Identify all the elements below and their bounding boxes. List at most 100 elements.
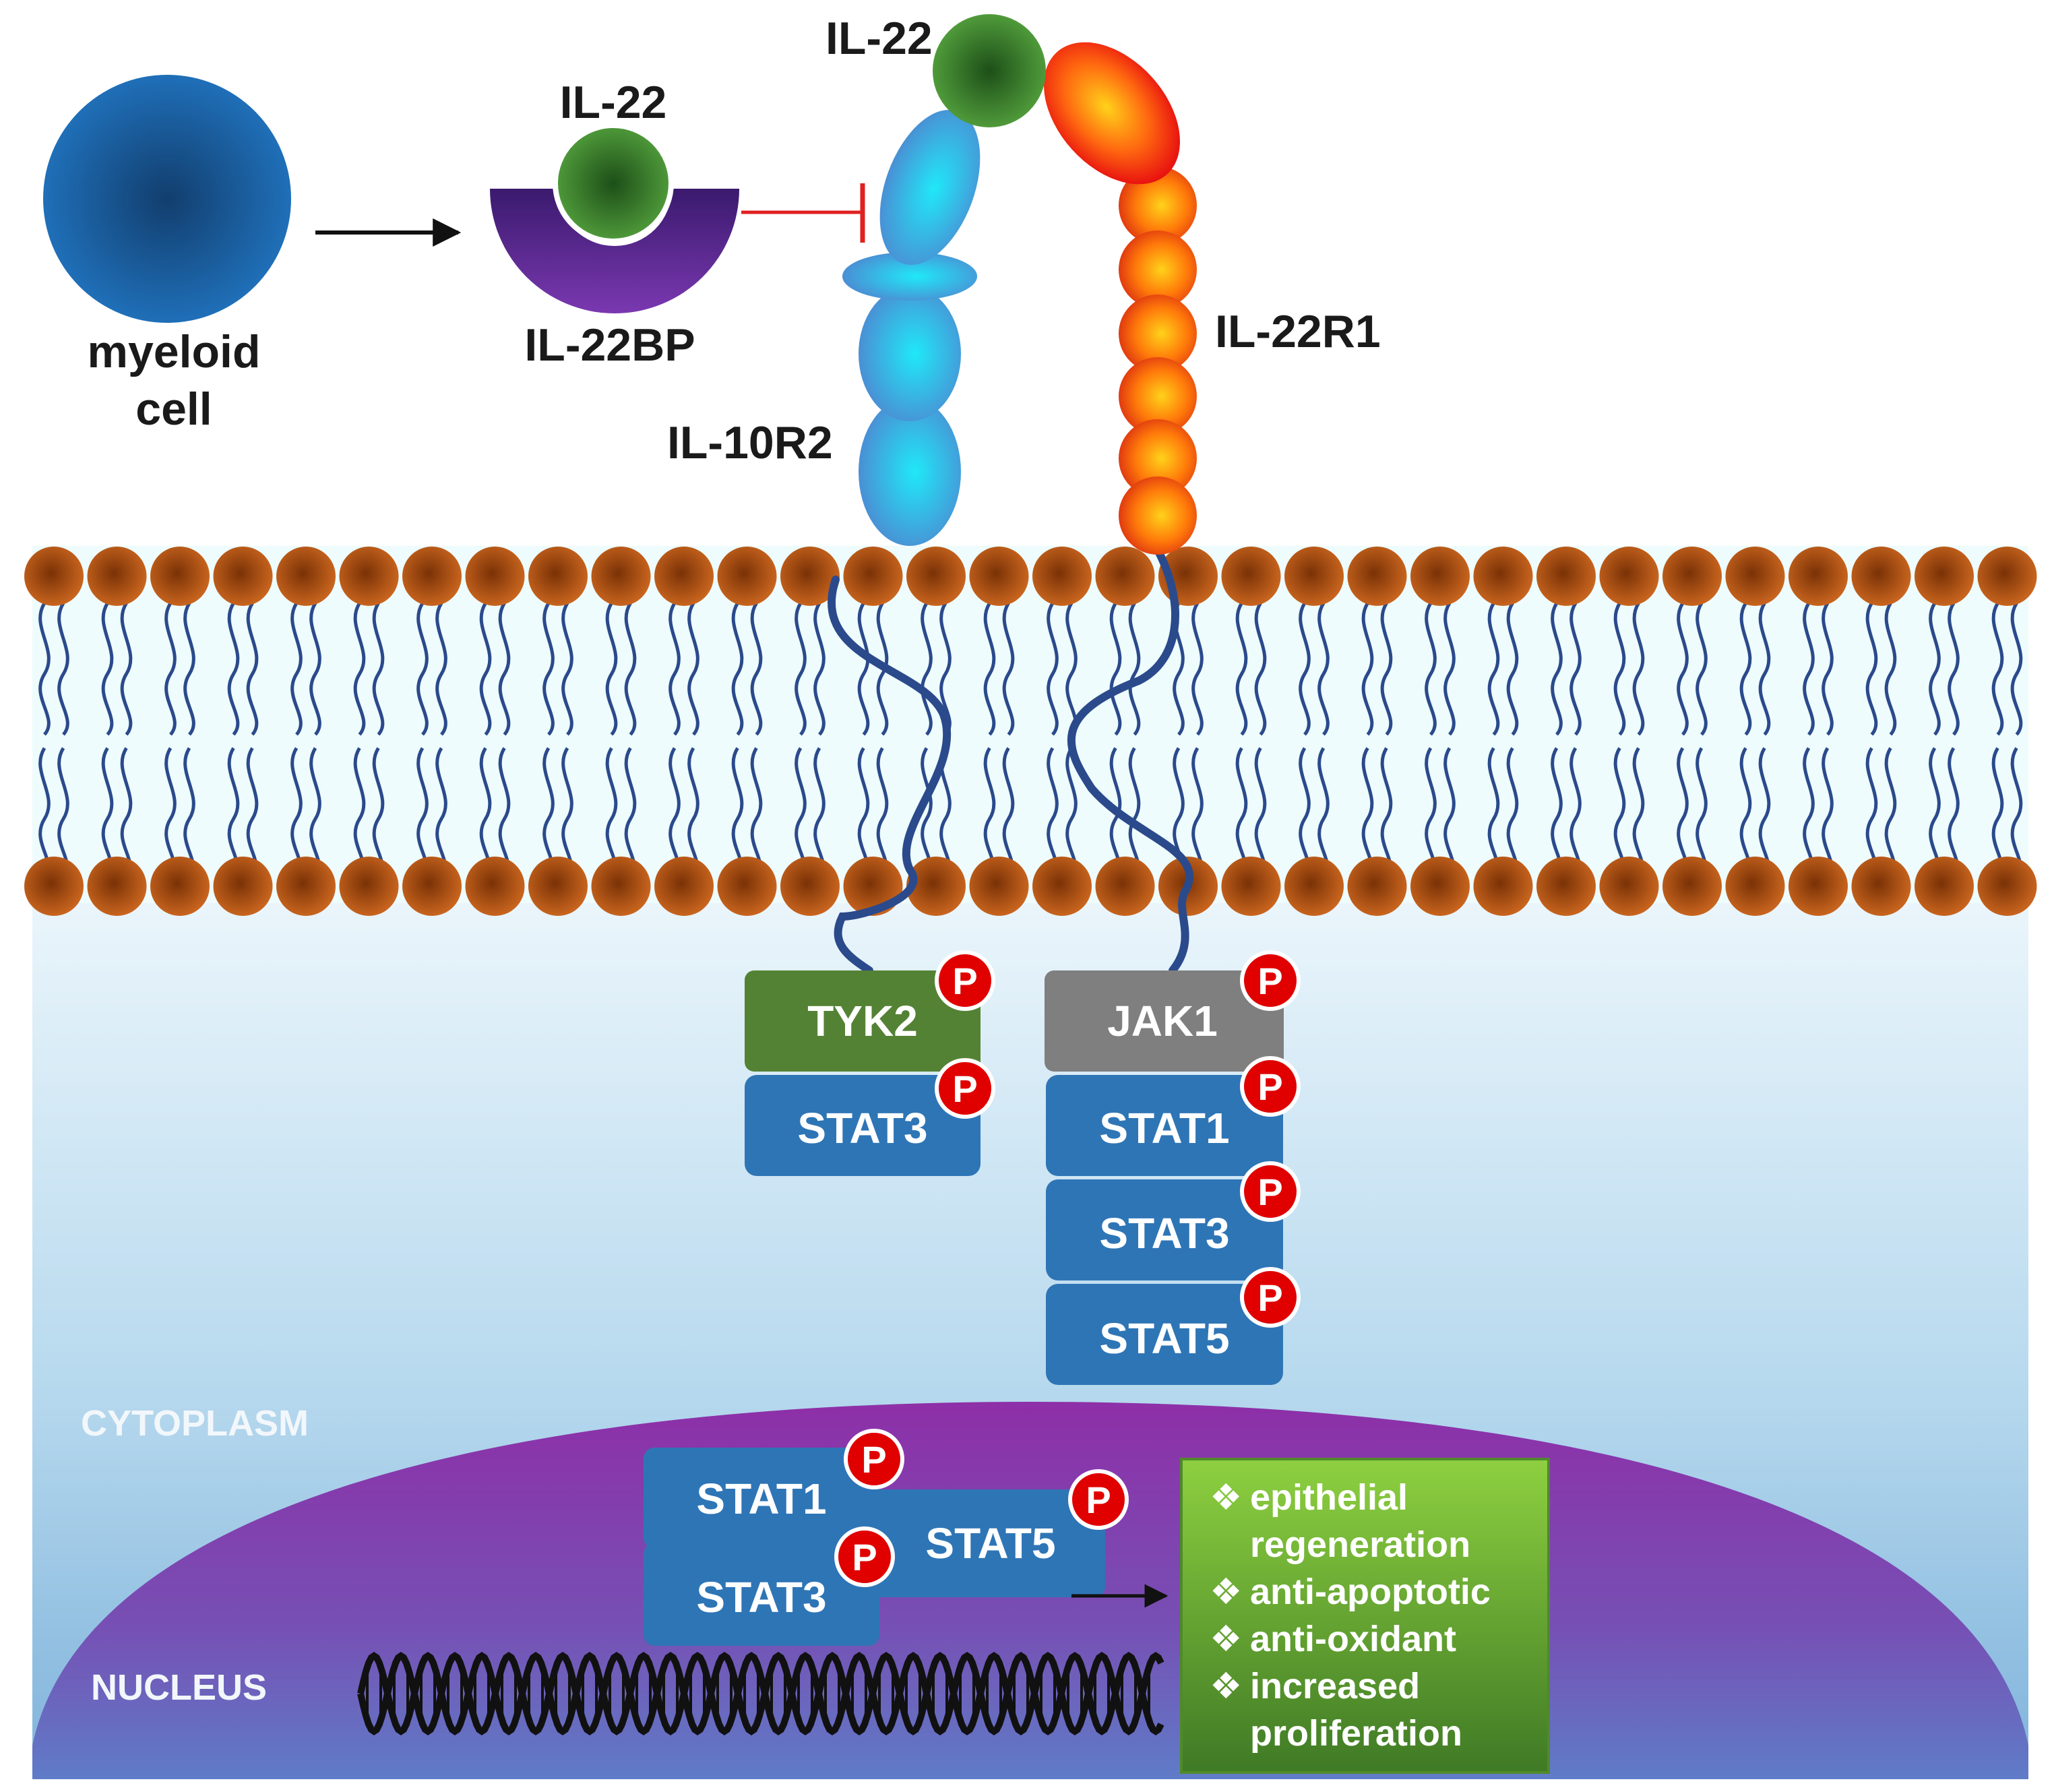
lipid-head <box>339 547 399 606</box>
svg-text:STAT5: STAT5 <box>1099 1314 1229 1363</box>
lipid-tail <box>353 602 366 736</box>
lipid-head <box>969 857 1029 916</box>
svg-text:❖: ❖ <box>1210 1666 1242 1706</box>
lipid-head <box>1095 547 1155 606</box>
lipid-tail <box>750 602 763 736</box>
svg-text:❖: ❖ <box>1210 1477 1242 1518</box>
lipid-head <box>1410 547 1470 606</box>
lipid-tail <box>1317 602 1330 736</box>
lipid-tail <box>876 602 889 736</box>
svg-text:STAT1: STAT1 <box>1099 1104 1229 1152</box>
svg-text:regeneration: regeneration <box>1250 1524 1470 1565</box>
lipid-head <box>969 547 1029 606</box>
lipid-tail <box>1002 602 1015 736</box>
lipid-tail <box>1677 602 1689 736</box>
phosphate-badge: P <box>1240 1161 1301 1222</box>
lipid-tail <box>1884 602 1897 736</box>
phosphate-badge: P <box>935 950 995 1011</box>
stat1-right: STAT1 <box>1046 1075 1283 1176</box>
dna-helix <box>357 1651 1164 1736</box>
phosphate-badge: P <box>1240 1267 1301 1328</box>
lipid-head <box>717 547 777 606</box>
lipid-head <box>591 547 651 606</box>
lipid-head <box>1599 547 1659 606</box>
lipid-tail <box>1235 602 1248 736</box>
lipid-head <box>1851 547 1911 606</box>
lipid-tail <box>939 602 952 736</box>
lipid-tail <box>416 602 429 736</box>
lipid-tail <box>1803 602 1815 736</box>
lipid-tail <box>290 602 303 736</box>
lipid-head <box>1725 857 1785 916</box>
stat3-nuclear: STAT3 <box>644 1543 879 1646</box>
lipid-head <box>1851 857 1911 916</box>
lipid-tail <box>983 602 996 736</box>
lipid-tail <box>921 602 933 736</box>
nucleus-label: NUCLEUS <box>91 1667 267 1708</box>
lipid-head <box>1284 857 1344 916</box>
lipid-tail <box>120 602 133 736</box>
lipid-head <box>339 857 399 916</box>
phosphate-badge: P <box>834 1526 895 1587</box>
svg-text:STAT5: STAT5 <box>925 1519 1055 1568</box>
lipid-tail <box>435 602 447 736</box>
lipid-tail <box>1047 602 1059 736</box>
stat3-right: STAT3 <box>1046 1179 1283 1280</box>
lipid-tail <box>309 602 321 736</box>
lipid-tail <box>1948 602 1960 736</box>
svg-text:increased: increased <box>1250 1666 1420 1706</box>
tyk2-kinase: TYK2 <box>745 970 981 1072</box>
lipid-tail <box>2010 602 2023 736</box>
lipid-head <box>1915 547 1974 606</box>
phosphate-label: P <box>852 1536 877 1578</box>
svg-text:JAK1: JAK1 <box>1107 997 1218 1045</box>
lipid-tail <box>1487 602 1500 736</box>
outcome-item: ❖ epithelial regeneration <box>1210 1477 1470 1565</box>
lipid-tail <box>561 602 573 736</box>
lipid-head <box>1410 857 1470 916</box>
lipid-head <box>591 857 651 916</box>
stat5-nuclear: STAT5 <box>859 1489 1105 1597</box>
myeloid-cell <box>43 75 291 323</box>
phosphate-label: P <box>861 1438 886 1481</box>
lipid-tail <box>731 602 744 736</box>
lipid-tail <box>1695 602 1708 736</box>
lipid-head <box>1032 547 1092 606</box>
il22-bound-label: IL-22 <box>560 77 667 128</box>
lipid-head <box>654 547 714 606</box>
lipid-tail <box>1551 602 1563 736</box>
phosphate-badge: P <box>844 1429 904 1489</box>
lipid-tail <box>479 602 492 736</box>
lipid-head <box>654 857 714 916</box>
lipid-head <box>150 857 210 916</box>
svg-text:proliferation: proliferation <box>1250 1713 1462 1754</box>
il22-free-label: IL-22 <box>826 13 933 64</box>
lipid-heads <box>24 547 2037 916</box>
lipid-tail <box>605 602 618 736</box>
lipid-tail <box>1865 602 1878 736</box>
lipid-tail <box>624 602 637 736</box>
lipid-head <box>780 857 840 916</box>
lipid-tail <box>1506 602 1519 736</box>
il10r2-label: IL-10R2 <box>667 417 833 468</box>
lipid-head <box>1095 857 1155 916</box>
lipid-tail <box>1380 602 1393 736</box>
lipid-head <box>843 547 903 606</box>
lipid-head <box>1032 857 1092 916</box>
lipid-head <box>1599 857 1659 916</box>
lipid-tail <box>1443 602 1456 736</box>
lipid-head <box>213 547 273 606</box>
lipid-head <box>1221 857 1281 916</box>
lipid-tail <box>795 602 807 736</box>
lipid-head <box>1662 857 1722 916</box>
lipid-head <box>1788 857 1848 916</box>
stat1-nuclear: STAT1 <box>644 1448 879 1549</box>
il22bp-protein <box>490 189 739 313</box>
lipid-head <box>1725 547 1785 606</box>
lipid-head <box>528 857 588 916</box>
lipid-tail <box>857 602 870 736</box>
lipid-tail <box>1128 602 1141 736</box>
outcome-item: ❖ anti-oxidant <box>1210 1619 1456 1659</box>
